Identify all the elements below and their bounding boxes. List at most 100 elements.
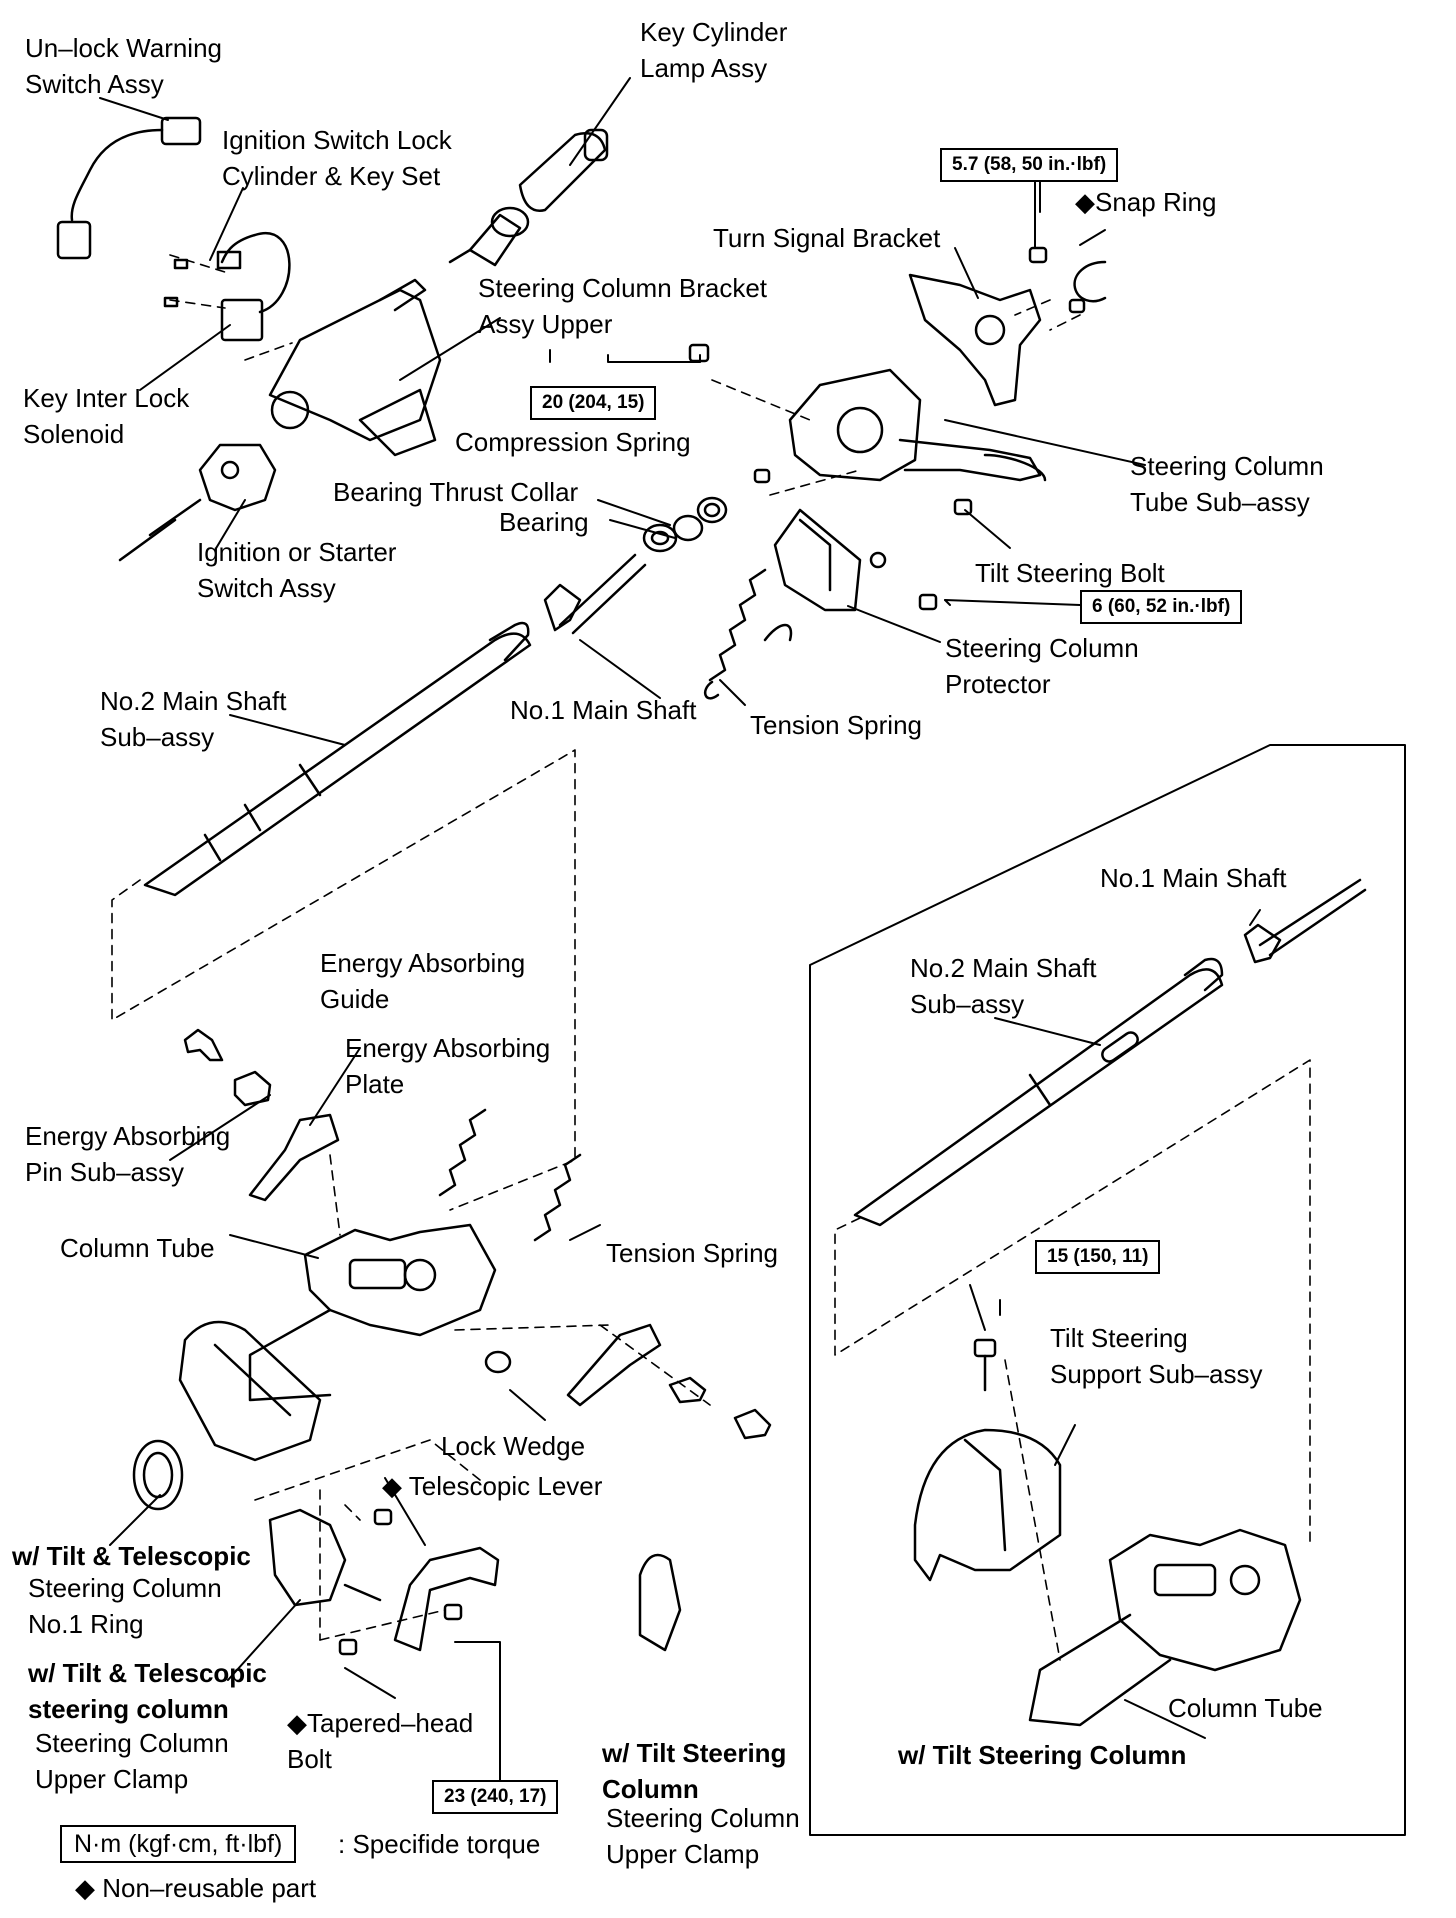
label-line: Energy Absorbing — [25, 1121, 231, 1151]
label-line: Energy Absorbing — [320, 948, 526, 978]
label-tilt-steering-support: Tilt Steering Support Sub–assy — [1050, 1320, 1262, 1392]
steering-column-bracket-upper-part — [268, 278, 442, 457]
legend-torque-box: N·m (kgf·cm, ft·lbf) — [60, 1825, 297, 1863]
label-tilt-clamp-variant: w/ Tilt Steering Column — [602, 1735, 786, 1807]
label-key-interlock-solenoid: Key Inter Lock Solenoid — [23, 380, 189, 452]
label-line: Guide — [320, 984, 390, 1014]
label-line: Sub–assy — [100, 722, 215, 752]
label-line: No.2 Main Shaft — [100, 686, 287, 716]
label-line: Lamp Assy — [640, 53, 768, 83]
snap-ring-part — [1073, 260, 1107, 303]
label-line: Cylinder & Key Set — [222, 161, 441, 191]
label-no2-main-shaft: No.2 Main Shaft Sub–assy — [100, 683, 286, 755]
steering-column-no1-ring-part — [132, 1439, 184, 1511]
label-line: Bolt — [287, 1744, 332, 1774]
steering-column-protector-part — [773, 508, 887, 612]
no2-main-shaft-top-part — [143, 621, 532, 897]
label-line: No.1 Ring — [28, 1609, 144, 1639]
label-inset-no2-main-shaft: No.2 Main Shaft Sub–assy — [910, 950, 1096, 1022]
label-snap-ring: ◆Snap Ring — [1075, 187, 1217, 217]
label-ignition-starter-switch: Ignition or Starter Switch Assy — [197, 534, 396, 606]
label-line: Switch Assy — [25, 69, 164, 99]
label-turn-signal-bracket: Turn Signal Bracket — [713, 223, 941, 253]
torque-box-20: 20 (204, 15) — [530, 386, 657, 420]
bearing-collar-parts — [642, 496, 728, 553]
label-line: ◆Tapered–head — [287, 1708, 474, 1738]
label-line: Tilt Steering — [1050, 1323, 1188, 1353]
label-line: Steering Column — [945, 633, 1139, 663]
label-inset-title: w/ Tilt Steering Column — [898, 1740, 1187, 1770]
label-steering-column-tube-subassy: Steering Column Tube Sub–assy — [1130, 448, 1324, 520]
upper-clamp-tilt-part — [638, 1553, 682, 1652]
label-line: Solenoid — [23, 419, 125, 449]
torque-box-5-7: 5.7 (58, 50 in.·lbf) — [940, 148, 1119, 182]
torque-box-23: 23 (240, 17) — [432, 1780, 559, 1814]
clips-right-part — [668, 1376, 772, 1440]
label-line: Ignition Switch Lock — [222, 125, 452, 155]
label-line: Energy Absorbing — [345, 1033, 551, 1063]
label-line: Steering Column — [1130, 451, 1324, 481]
energy-absorbing-pin-part — [183, 1028, 224, 1062]
label-line: Steering Column — [28, 1573, 222, 1603]
steering-column-tube-subassy-part — [788, 368, 1047, 482]
lock-wedge-part — [484, 1350, 512, 1374]
label-line: w/ Tilt Steering — [602, 1738, 787, 1768]
label-line: Steering Column Bracket — [478, 273, 768, 303]
label-line: w/ Tilt & Telescopic — [28, 1658, 267, 1688]
ignition-lock-cylinder-part — [448, 206, 530, 267]
label-steering-column-bracket-upper: Steering Column Bracket Assy Upper — [478, 270, 767, 342]
energy-absorbing-plate-part — [248, 1113, 340, 1202]
label-tilt-steering-bolt: Tilt Steering Bolt — [975, 558, 1165, 588]
dashed-guides — [111, 254, 1311, 1661]
label-line: Steering Column — [35, 1728, 229, 1758]
label-inset-column-tube: Column Tube — [1168, 1693, 1323, 1723]
label-no1-main-shaft: No.1 Main Shaft — [510, 695, 697, 725]
label-energy-absorbing-pin: Energy Absorbing Pin Sub–assy — [25, 1118, 230, 1190]
label-line: Ignition or Starter — [197, 537, 397, 567]
label-steering-column-no1-ring: Steering Column No.1 Ring — [28, 1570, 222, 1642]
label-compression-spring: Compression Spring — [455, 427, 691, 457]
label-line: Column — [602, 1774, 699, 1804]
label-line: Upper Clamp — [606, 1839, 760, 1869]
label-clamp-variant: w/ Tilt & Telescopic steering column — [28, 1655, 267, 1727]
label-tilt-steering-column-upper-clamp: Steering Column Upper Clamp — [606, 1800, 800, 1872]
lever-right-part — [566, 1323, 662, 1407]
label-key-cylinder-lamp: Key Cylinder Lamp Assy — [640, 14, 787, 86]
label-line: Support Sub–assy — [1050, 1359, 1263, 1389]
label-steering-column-upper-clamp: Steering Column Upper Clamp — [35, 1725, 229, 1797]
torque-box-15: 15 (150, 11) — [1035, 1240, 1161, 1274]
turn-signal-bracket-part — [908, 273, 1042, 407]
label-inset-no1-main-shaft: No.1 Main Shaft — [1100, 863, 1287, 893]
legend-nonreusable-part: ◆ Non–reusable part — [75, 1873, 317, 1903]
label-line: Steering Column — [606, 1803, 800, 1833]
column-tube-part — [248, 1223, 497, 1402]
label-unlock-warning-switch: Un–lock Warning Switch Assy — [25, 30, 222, 102]
label-telescopic-lever: ◆ Telescopic Lever — [382, 1471, 603, 1501]
bolts-top-right — [688, 246, 1086, 611]
label-tension-spring-mid: Tension Spring — [606, 1238, 778, 1268]
label-line: No.2 Main Shaft — [910, 953, 1097, 983]
label-line: Un–lock Warning — [25, 33, 223, 63]
torque-box-6: 6 (60, 52 in.·lbf) — [1080, 590, 1243, 624]
label-line: Protector — [945, 669, 1051, 699]
unlock-warning-switch-part — [56, 116, 202, 260]
label-line: Plate — [345, 1069, 405, 1099]
label-ring-variant: w/ Tilt & Telescopic — [12, 1541, 251, 1571]
label-column-tube: Column Tube — [60, 1233, 215, 1263]
telescopic-lever-part — [393, 1546, 500, 1652]
label-line: Upper Clamp — [35, 1764, 189, 1794]
label-bearing: Bearing — [499, 507, 589, 537]
bolts-lower-left — [338, 1508, 463, 1656]
key-cylinder-lamp-part — [518, 128, 609, 212]
legend-torque-text: : Specifide torque — [338, 1829, 541, 1859]
label-energy-absorbing-guide: Energy Absorbing Guide — [320, 945, 525, 1017]
ignition-starter-switch-part — [118, 443, 277, 562]
tilt-steering-support-part — [913, 1428, 1062, 1582]
inset-column-tube-part — [1028, 1528, 1302, 1727]
label-line: Tube Sub–assy — [1130, 487, 1310, 517]
inset-no1-main-shaft-part — [1243, 878, 1367, 964]
label-tension-spring-top: Tension Spring — [750, 710, 922, 740]
label-line: Key Cylinder — [640, 17, 788, 47]
leader-lines — [99, 77, 1261, 1796]
